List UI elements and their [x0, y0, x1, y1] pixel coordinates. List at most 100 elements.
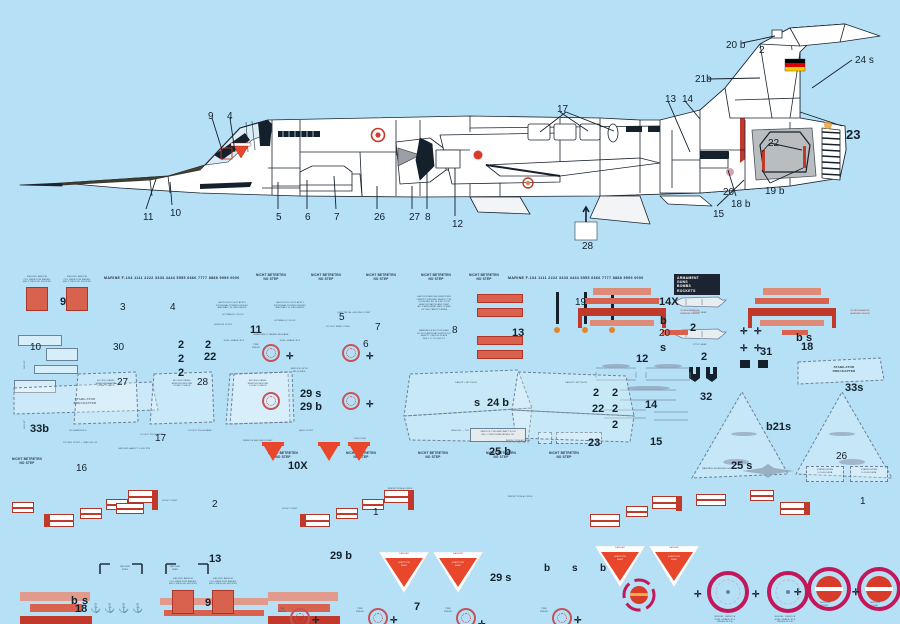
stencil-microtext: DO NOT PUSH HERE — [140, 434, 164, 436]
winged-badge — [742, 464, 794, 478]
stencil-microtext: RESCUE ARROW CUT HERE FOR EMERG ENCY RES… — [23, 276, 51, 284]
no-step-stencil: NICHT BETRETEN NO STEP — [549, 451, 579, 459]
profile-callout: 26 — [374, 212, 386, 223]
stencil-microtext: BUNDESMARINE MARINEFLIEGER — [850, 310, 870, 315]
anchor-symbol: ⚓ — [132, 603, 144, 613]
stencil-microtext: CANOPY JETTISON — [455, 382, 477, 384]
stabilator-label: STABILATOR DRECKAPTER — [40, 397, 130, 405]
decal-index-label: b — [660, 315, 667, 327]
decal-index-label: 25 b — [489, 446, 512, 458]
no-step-stencil: NICHT BETRETEN NO STEP — [421, 273, 451, 281]
crest-strip — [477, 336, 523, 345]
data-plate — [470, 428, 526, 442]
stencil-microtext: HYDRAULIC FLUID — [222, 314, 244, 316]
aircraft-side-profile — [19, 23, 881, 241]
stencil-microtext: INSPECTION ACCESS — [505, 440, 531, 442]
decal-index-label: 2 — [612, 387, 619, 399]
no-step-stencil: NICHT BETRETEN NO STEP — [469, 273, 499, 281]
crest-strip — [477, 308, 523, 317]
marker-dot — [554, 327, 560, 333]
stencil-microtext: REFUEL SERVICE FUEL GRADE JP-4 PRESS 50 … — [714, 616, 736, 624]
decal-index-label: 13 — [512, 327, 525, 339]
decal-index-label: 1 — [373, 507, 379, 518]
decal-index-label: 22 — [204, 351, 217, 363]
data-placard — [34, 365, 78, 374]
stencil-microtext: STARFIGHTER F-104G DATA — [816, 469, 834, 474]
decal-index-label: 28 — [197, 377, 209, 388]
rescue-plate — [66, 287, 88, 311]
crest-band — [782, 330, 808, 335]
symbol-block — [758, 360, 768, 368]
decal-index-label: 7 — [375, 322, 381, 333]
marker-dot — [609, 327, 615, 333]
stencil-microtext: TIRE PRESS — [356, 608, 364, 613]
cross-marker: ✛ — [478, 619, 486, 624]
stencil-microtext: SERVICE POINT — [869, 602, 881, 607]
decal-index-label: b — [71, 595, 78, 607]
profile-callout: 20 — [723, 187, 735, 198]
profile-callout: 22 — [768, 138, 780, 149]
no-step-stencil: NICHT BETRETEN NO STEP — [418, 451, 448, 459]
decal-index-label: b21s — [766, 421, 792, 433]
stencil-microtext: TOW POINT — [353, 438, 367, 440]
cross-marker: ✛ — [852, 587, 860, 597]
decal-index-label: 17 — [155, 433, 167, 444]
decal-index-label: 20 — [659, 328, 671, 339]
decal-index-label: 10X — [288, 460, 308, 472]
stencil-microtext: NO LIFT — [24, 419, 26, 429]
decal-index-label: 14X — [659, 296, 679, 308]
profile-callout: 21b — [695, 74, 712, 85]
decal-index-label: 9 — [205, 597, 212, 609]
decal-index-label: 29 b — [330, 550, 353, 562]
crest-band — [760, 320, 824, 326]
decal-index-label: 29 s — [300, 388, 322, 400]
stencil-microtext: NO HANDHOLD — [69, 430, 87, 432]
corner-bracket-group — [99, 563, 209, 574]
decal-index-label: 16 — [76, 463, 88, 474]
profile-callout: 15 — [713, 209, 725, 220]
decal-index-label: 25 s — [731, 460, 753, 472]
profile-callout: 14 — [682, 94, 694, 105]
decal-index-label: 7 — [414, 601, 421, 613]
decal-index-label: 18 — [801, 341, 814, 353]
decal-index-s: s — [572, 563, 578, 574]
stencil-microtext: HOIST POINT — [162, 500, 178, 502]
crest-band — [210, 598, 268, 605]
decal-index-label: 2 — [612, 419, 619, 431]
decal-index-label: s — [474, 397, 481, 409]
decal-index-label: 18 — [75, 603, 88, 615]
profile-callout: 28 — [582, 241, 594, 252]
rescue-plate — [212, 590, 234, 614]
profile-callout: 9 — [208, 111, 214, 122]
profile-callout: 20 b — [726, 40, 746, 51]
stencil-microtext: TIRE PRESS — [540, 608, 548, 613]
crest-band — [585, 298, 659, 304]
crest-strip — [477, 350, 523, 359]
stencil-microtext: GROUND SAFETY LOCK PIN — [118, 448, 150, 450]
stencil-microtext: CAUTION DO NOT APPLY EXTERNAL POWER UNLE… — [216, 302, 248, 310]
profile-callout: 4 — [227, 111, 233, 122]
stencil-microtext: NO LIFT — [24, 359, 26, 369]
stencil-microtext: GROUND WIRE — [169, 566, 181, 571]
decal-index-label: 13 — [209, 553, 222, 565]
probe-decal — [673, 296, 727, 308]
cross-marker: ✛ — [574, 615, 582, 624]
profile-callout: 2 — [759, 45, 765, 56]
stencil-microtext: SERVICE POINT — [819, 602, 831, 607]
decal-index-label: 2 — [178, 367, 185, 379]
decal-index-label: 9 — [60, 296, 67, 308]
anchor-symbol: ⚓ — [118, 603, 130, 613]
rescue-plate — [172, 590, 194, 614]
stencil-microtext: HOIST POINT — [282, 508, 298, 510]
cross-marker: ✛ — [366, 399, 374, 409]
crest-band — [763, 288, 821, 295]
crest-band — [755, 298, 829, 304]
decal-index-label: b — [796, 332, 803, 344]
crest-band — [590, 320, 654, 326]
decal-index-label: 11 — [250, 324, 262, 336]
stabilator-outline — [13, 381, 159, 415]
stencil-microtext: CANOPY JETTISON — [565, 382, 587, 384]
stabilator-outline — [797, 357, 885, 385]
dashed-strip — [538, 432, 552, 444]
